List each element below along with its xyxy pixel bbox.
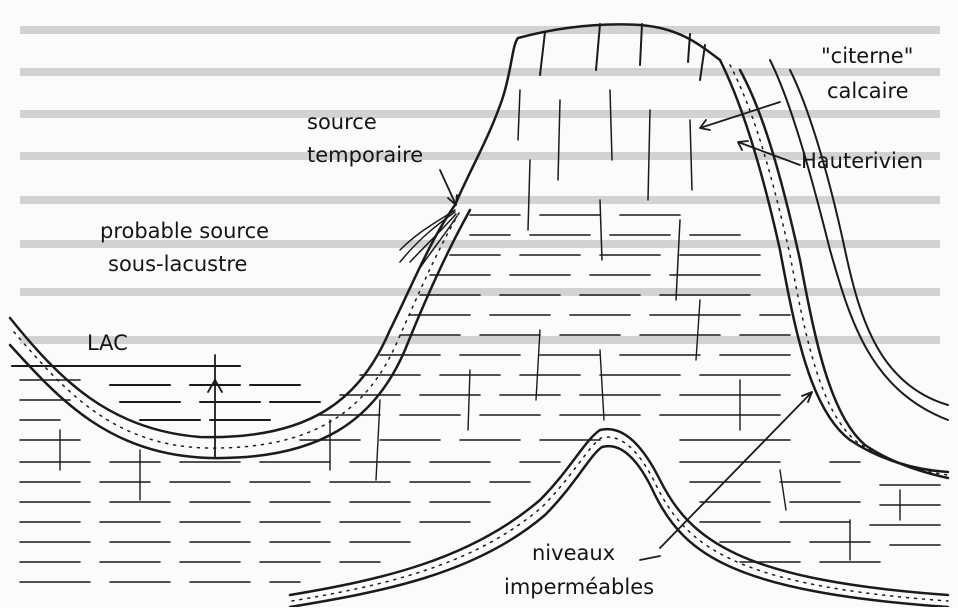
label-lac: LAC (87, 330, 128, 356)
label-impermeables: imperméables (504, 574, 654, 600)
temporary-spring-streams (400, 210, 457, 268)
label-niveaux: niveaux (532, 540, 615, 566)
limestone-massif (455, 24, 720, 300)
label-source: source (307, 109, 377, 135)
label-hauterivien: Hauterivien (801, 148, 923, 174)
label-temporaire: temporaire (307, 142, 423, 168)
label-sous-lacustre: sous-lacustre (108, 251, 247, 277)
label-calcaire: calcaire (827, 78, 909, 104)
background-texture (20, 30, 940, 340)
annotation-arrows (440, 102, 812, 560)
label-probable-source: probable source (100, 218, 269, 244)
label-citerne: "citerne" (821, 43, 913, 69)
